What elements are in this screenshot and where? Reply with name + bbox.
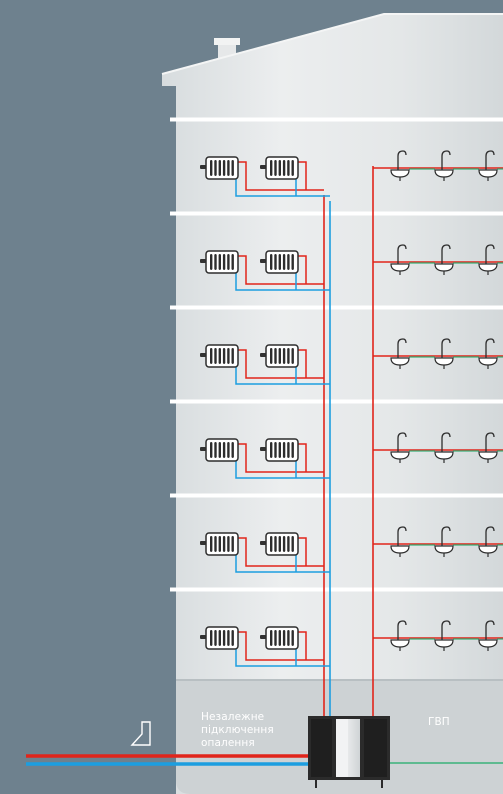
floor-slab [170, 493, 503, 498]
heat-substation-unit [308, 716, 390, 788]
roof-edge [161, 13, 503, 75]
radiator-supply-branch [298, 161, 307, 190]
sink-icon [478, 244, 498, 275]
sink-icon [434, 338, 454, 369]
radiator-supply-branch [298, 631, 307, 660]
sink-icon [434, 244, 454, 275]
floor-slabs [170, 117, 503, 592]
radiator-return-branch [235, 273, 330, 291]
radiator-return-branch [235, 461, 330, 479]
sink-icon [434, 526, 454, 557]
radiator-supply-branch [238, 537, 324, 567]
sink-icon [434, 620, 454, 651]
sink-icon [478, 526, 498, 557]
heating-label-line-2: підключення [201, 724, 274, 736]
radiators [200, 156, 299, 650]
sink-icon [478, 150, 498, 181]
radiator-icon [200, 344, 239, 368]
radiator-supply-branch [238, 443, 324, 473]
radiator-supply-branch [298, 443, 307, 472]
radiator-supply-branch [238, 349, 324, 379]
sink-icon [390, 150, 410, 181]
radiator-return-branch [235, 179, 330, 197]
radiator-icon [200, 250, 239, 274]
sinks [390, 150, 498, 651]
sink-icon [390, 526, 410, 557]
radiator-icon [260, 626, 299, 650]
sink-icon [434, 432, 454, 463]
radiator-supply-branch [238, 255, 324, 285]
radiator-supply-branch [238, 161, 324, 191]
outdoor-sensor-icon [130, 721, 151, 746]
radiator-icon [200, 438, 239, 462]
building-body [162, 14, 503, 794]
radiator-icon [260, 344, 299, 368]
radiator-return-branch [235, 649, 330, 667]
floor-slab [170, 211, 503, 216]
sink-icon [390, 244, 410, 275]
radiator-icon [200, 156, 239, 180]
sink-icon [478, 432, 498, 463]
radiator-icon [200, 532, 239, 556]
radiator-supply-branch [298, 537, 307, 566]
floor-slab [170, 305, 503, 310]
sink-icon [478, 620, 498, 651]
floor-slab [170, 117, 503, 122]
radiator-icon [260, 250, 299, 274]
sink-icon [390, 432, 410, 463]
pipe-network [26, 161, 503, 766]
radiator-return-branch [235, 367, 330, 385]
basement-top-edge [176, 679, 503, 681]
dhw-label: ГВП [428, 716, 450, 728]
floor-slab [170, 399, 503, 404]
sink-icon [434, 150, 454, 181]
sink-icon [390, 620, 410, 651]
radiator-icon [260, 532, 299, 556]
radiator-return-branch [235, 555, 330, 573]
sink-icon [390, 338, 410, 369]
radiator-supply-branch [238, 631, 324, 661]
heating-label-line-3: опалення [201, 737, 255, 749]
radiator-icon [260, 438, 299, 462]
sink-icon [478, 338, 498, 369]
heating-label-line-1: Незалежне [201, 711, 265, 723]
floor-slab [170, 587, 503, 592]
radiator-supply-branch [298, 349, 307, 378]
radiator-icon [260, 156, 299, 180]
radiator-icon [200, 626, 239, 650]
radiator-supply-branch [298, 255, 307, 284]
